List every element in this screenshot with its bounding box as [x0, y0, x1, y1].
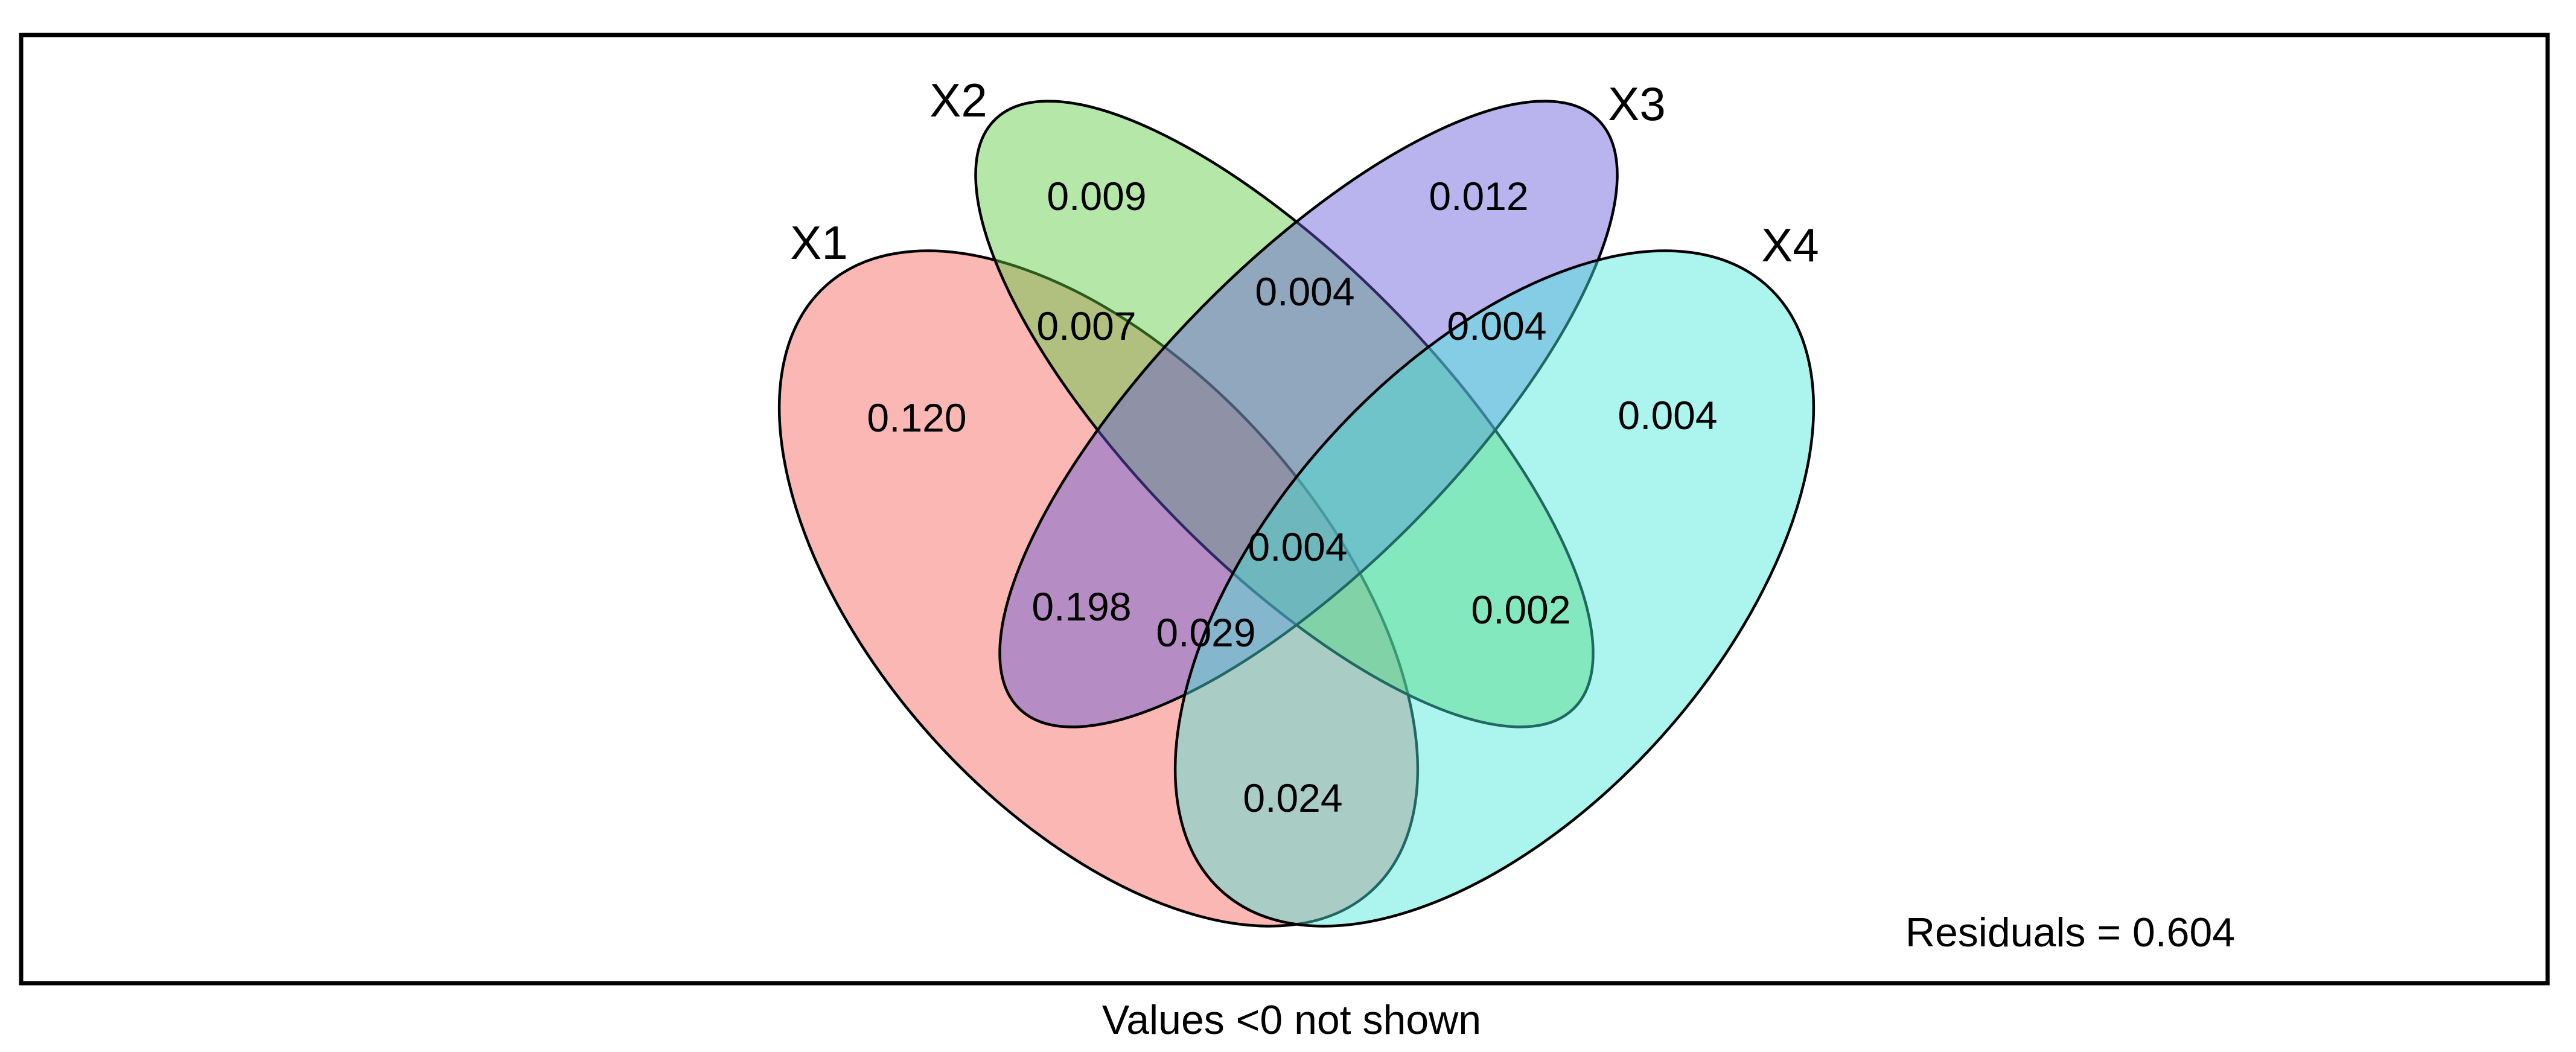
region-value-center: 0.004 — [1248, 524, 1347, 569]
region-value-x2: 0.009 — [1047, 174, 1146, 218]
region-value-x1x2: 0.007 — [1036, 304, 1136, 348]
region-value-x3x4: 0.004 — [1447, 304, 1546, 348]
venn-ellipse-x1 — [777, 249, 1420, 928]
set-label-x4: X4 — [1761, 218, 1819, 272]
venn-ellipse-x4 — [1173, 249, 1816, 928]
caption-note: Values <0 not shown — [1102, 997, 1481, 1043]
region-value-x2x4: 0.002 — [1471, 587, 1570, 632]
region-value-x1x4: 0.024 — [1243, 776, 1342, 820]
set-label-x2: X2 — [929, 74, 987, 127]
set-label-x1: X1 — [790, 216, 847, 269]
plot-border — [19, 33, 2550, 986]
set-label-x3: X3 — [1608, 77, 1665, 130]
region-value-x2x3: 0.004 — [1255, 269, 1354, 314]
venn-ellipse-x2 — [974, 100, 1595, 728]
region-value-x3: 0.012 — [1429, 174, 1528, 218]
region-value-x1: 0.120 — [867, 395, 966, 440]
region-value-x1x3: 0.198 — [1031, 584, 1131, 629]
region-value-x4: 0.004 — [1618, 393, 1717, 438]
region-value-x1x3x4: 0.029 — [1156, 610, 1255, 655]
venn-ellipse-x3 — [998, 100, 1619, 728]
residuals-annotation: Residuals = 0.604 — [1905, 910, 2235, 955]
